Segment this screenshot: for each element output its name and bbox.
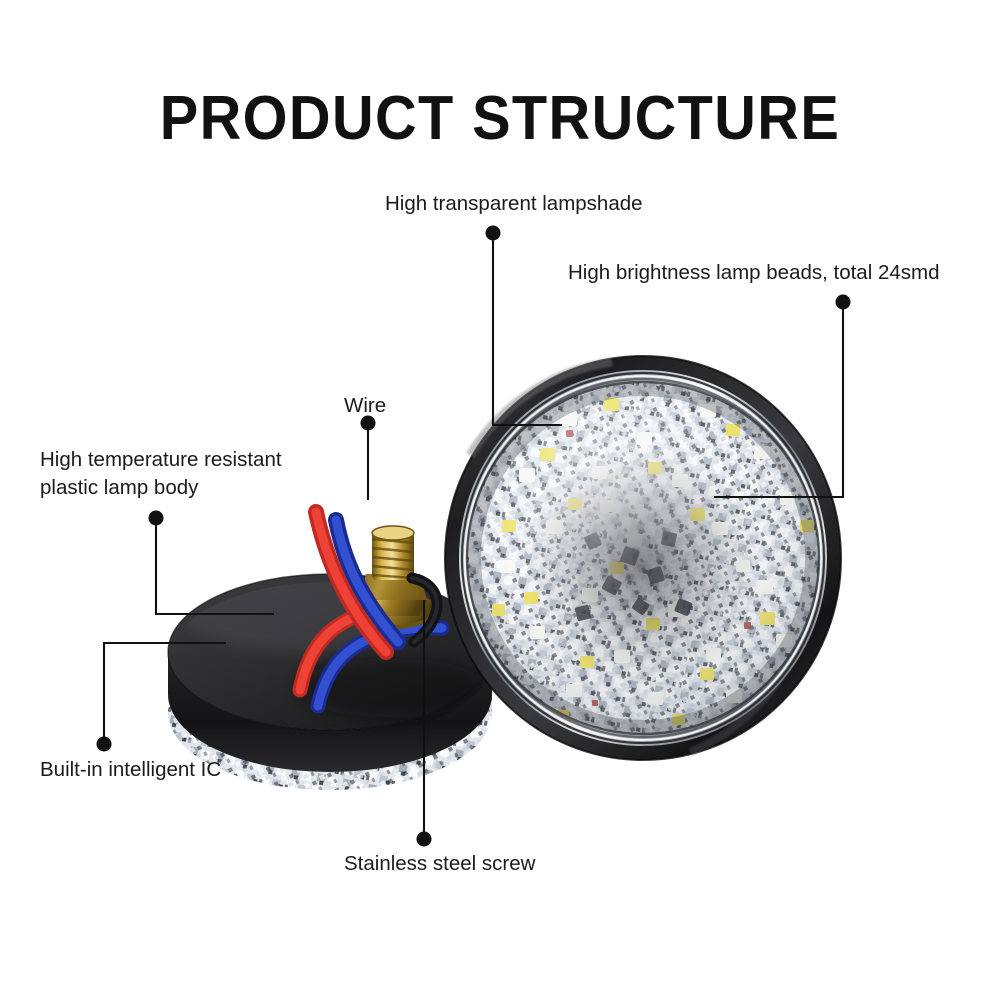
callout-label-stainless-steel-screw: Stainless steel screw [344, 852, 536, 875]
back-lamp-lens-edge [168, 672, 492, 790]
front-led-lamp [444, 355, 842, 761]
callout-label-lampshade: High transparent lampshade [385, 192, 643, 215]
callout-line-2: plastic lamp body [40, 476, 199, 499]
callout-label-plastic-lamp-body: High temperature resistant plastic lamp b… [40, 446, 282, 502]
callout-label-lamp-beads: High brightness lamp beads, total 24smd [568, 261, 940, 284]
back-lamp-side-wall [168, 652, 492, 772]
callout-line-1: High temperature resistant [40, 448, 282, 471]
callout-label-wire: Wire [344, 394, 387, 417]
lamp-led-field [467, 382, 819, 734]
callout-label-intelligent-ic: Built-in intelligent IC [40, 758, 222, 781]
page-title: PRODUCT STRUCTURE [159, 84, 841, 153]
wire-bundle-front [308, 504, 406, 660]
